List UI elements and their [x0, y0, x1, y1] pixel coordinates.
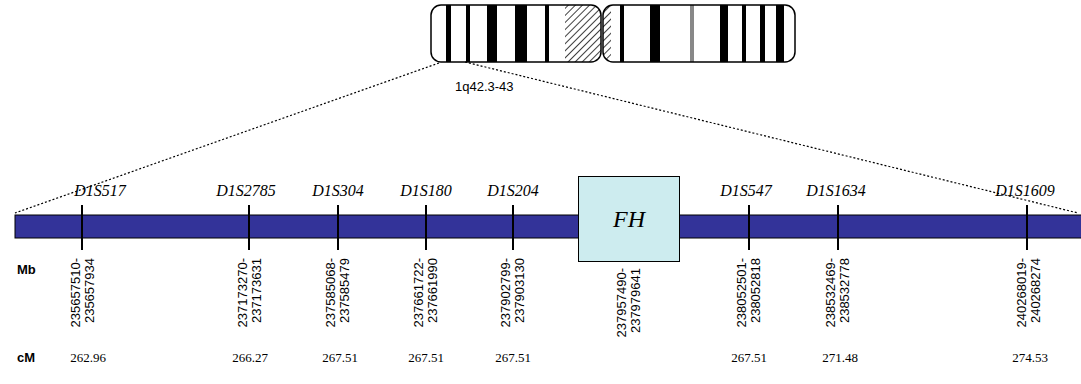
position-label: 237957490- 237979641 [615, 268, 643, 348]
marker-name: D1S1634 [806, 182, 866, 200]
marker-name: D1S304 [312, 182, 364, 200]
region-label: 1q42.3-43 [453, 79, 516, 94]
cm-value: 271.48 [822, 350, 858, 365]
position-label: 237585068- 237585479 [324, 258, 352, 338]
chromosome-bar [15, 215, 1081, 238]
cm-value: 274.53 [1012, 350, 1048, 365]
cm-value: 267.51 [731, 350, 767, 365]
marker-ticks [82, 205, 1027, 250]
position-label: 235657510- 235657934 [69, 258, 97, 338]
position-label: 240268019- 240268274 [1015, 258, 1043, 338]
cm-value: 262.96 [70, 350, 106, 365]
marker-name: D1S2785 [216, 182, 276, 200]
zoom-line [15, 63, 439, 213]
chromosome-ideogram [431, 5, 795, 62]
cm-value: 267.51 [322, 350, 358, 365]
cm-value: 266.27 [232, 350, 268, 365]
position-label: 237661722- 237661990 [412, 258, 440, 338]
marker-name: D1S204 [487, 182, 539, 200]
cm-value: 267.51 [495, 350, 531, 365]
zoom-line [465, 62, 1078, 213]
marker-name: D1S1609 [995, 182, 1055, 200]
position-label: 237173270- 237173631 [236, 258, 264, 338]
gene-box: FH [578, 176, 680, 262]
marker-name: D1S517 [74, 182, 126, 200]
axis-label: Mb [17, 262, 36, 277]
position-label: 238532469- 238532778 [824, 258, 852, 338]
position-label: 237902799- 237903130 [499, 258, 527, 338]
gene-name: FH [613, 206, 645, 233]
position-label: 238052501- 238052818 [735, 258, 763, 338]
cm-value: 267.51 [408, 350, 444, 365]
marker-name: D1S180 [400, 182, 452, 200]
axis-label: cM [17, 350, 35, 365]
marker-name: D1S547 [720, 182, 772, 200]
